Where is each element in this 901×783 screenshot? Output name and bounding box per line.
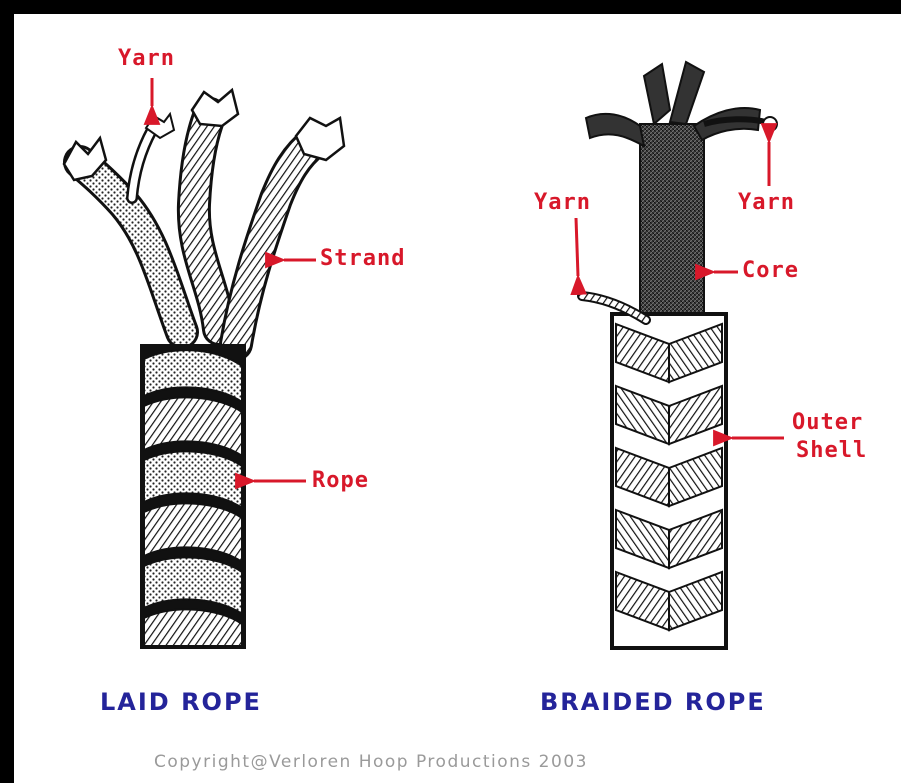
- copyright-text: Copyright@Verloren Hoop Productions 2003: [154, 752, 588, 772]
- outer-shell-label-line2: Shell: [796, 438, 867, 464]
- laid-rope-figure: [64, 90, 344, 649]
- rope-illustration: [14, 14, 901, 783]
- braided-rope-title: BRAIDED ROPE: [540, 688, 766, 716]
- core-label: Core: [742, 258, 799, 284]
- rope-label: Rope: [312, 468, 369, 494]
- outer-shell-label-line1: Outer: [792, 410, 863, 436]
- strand-label: Strand: [320, 246, 405, 272]
- laid-yarn-label: Yarn: [118, 46, 175, 72]
- laid-rope-title: LAID ROPE: [100, 688, 262, 716]
- braided-rope-figure: [582, 62, 777, 648]
- diagram-canvas: Yarn Strand Rope Yarn Yarn Core Outer Sh…: [14, 14, 901, 783]
- braided-yarn-left-label: Yarn: [534, 190, 591, 216]
- braided-yarn-right-label: Yarn: [738, 190, 795, 216]
